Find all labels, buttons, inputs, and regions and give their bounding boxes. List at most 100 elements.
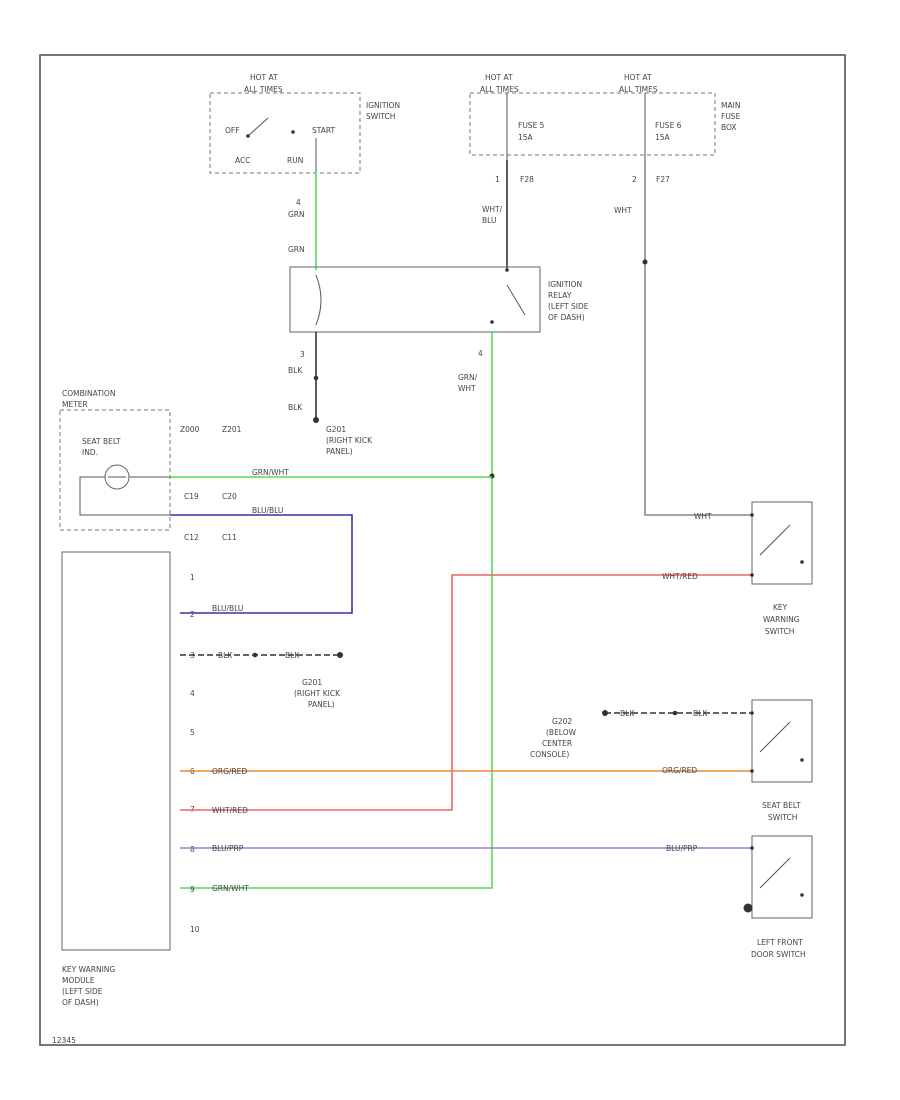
label-g201-3: PANEL) [326, 447, 353, 456]
label-wire-wht-red-right: WHT/RED [662, 572, 698, 581]
label-module-2: MODULE [62, 976, 95, 985]
ignition-switch-box [209, 92, 361, 174]
label-ignition-switch-1: IGNITION [366, 101, 400, 110]
label-relay-3: (LEFT SIDE [548, 302, 589, 311]
label-wire-grn-wht-2: GRN/WHT [212, 884, 249, 893]
label-c200: Z000 [180, 425, 200, 434]
label-key-warning-switch-3: SWITCH [765, 627, 794, 636]
label-pin-4: 4 [296, 198, 301, 207]
label-wire-blu-prp-right: BLU/PRP [666, 844, 698, 853]
ignition-relay-box [289, 266, 541, 333]
label-run: RUN [287, 156, 303, 165]
label-g201b-3: PANEL) [308, 700, 335, 709]
label-hot-at-3b: ALL TIMES [619, 85, 658, 94]
key-warning-module-box [61, 551, 171, 951]
label-c19: C19 [184, 492, 199, 501]
key-warning-switch-contact [759, 524, 791, 556]
module-pin: 5 [190, 728, 195, 737]
label-g201-2: (RIGHT KICK [326, 436, 373, 445]
label-c20: C20 [222, 492, 237, 501]
diagram-footer-code: 12345 [52, 1036, 76, 1045]
label-module-3: (LEFT SIDE [62, 987, 103, 996]
label-pin-1: 1 [495, 175, 500, 184]
label-g201-1: G201 [326, 425, 346, 434]
module-pin: 4 [190, 689, 195, 698]
wire-grn-wht-relay [180, 332, 493, 889]
label-f27: F27 [656, 175, 670, 184]
label-seat-belt-ind-1: SEAT BELT [82, 437, 121, 446]
label-wht-blu-1: WHT/ [482, 205, 503, 214]
main-fuse-box [469, 92, 716, 156]
label-module-1: KEY WARNING [62, 965, 115, 974]
module-pin: 10 [190, 925, 200, 934]
label-relay-2: RELAY [548, 291, 572, 300]
label-fuse-b: FUSE 6 [655, 121, 682, 130]
ignition-switch-contact [247, 117, 269, 137]
label-pin-2: 2 [632, 175, 637, 184]
label-blk-right-2: BLK [693, 709, 708, 718]
label-ignition-switch-2: SWITCH [366, 112, 395, 121]
label-grn-2: GRN [288, 245, 305, 254]
label-wht-blu-2: BLU [482, 216, 496, 225]
key-warning-switch-box [751, 501, 813, 585]
label-key-warning-switch-2: WARNING [763, 615, 800, 624]
wire-wht [644, 160, 752, 516]
label-door-switch-1: LEFT FRONT [757, 938, 803, 947]
label-pin-3: 3 [300, 350, 305, 359]
label-wire-org-red: ORG/RED [212, 767, 247, 776]
module-pins: 1 2 3 4 5 6 7 8 9 10 [190, 573, 200, 934]
label-hot-at-1: HOT AT [250, 73, 278, 82]
module-pin: 2 [190, 610, 195, 619]
label-combo-1: COMBINATION [62, 389, 115, 398]
seat-belt-switch-box [751, 699, 813, 783]
label-acc: ACC [235, 156, 250, 165]
label-pin-relay: 4 [478, 349, 483, 358]
label-wire-blk-2: BLK [285, 651, 300, 660]
wire-blu-blu [170, 514, 353, 614]
label-main-fuse-2: FUSE [721, 112, 741, 121]
label-door-switch-2: DOOR SWITCH [751, 950, 806, 959]
label-fuse-a-amp: 15A [518, 133, 534, 142]
label-seat-belt-switch-1: SEAT BELT [762, 801, 801, 810]
label-wire-org-red-right: ORG/RED [662, 766, 697, 775]
label-g202-3: CENTER [542, 739, 572, 748]
module-pin: 1 [190, 573, 195, 582]
label-start: START [312, 126, 336, 135]
label-grn-wht-2: WHT [458, 384, 476, 393]
label-main-fuse-1: MAIN [721, 101, 740, 110]
label-g202-1: G202 [552, 717, 572, 726]
seat-belt-switch-contact [759, 721, 791, 753]
label-c11: C11 [222, 533, 237, 542]
label-f28: F28 [520, 175, 534, 184]
label-hot-at-2b: ALL TIMES [480, 85, 519, 94]
label-hot-at-2: HOT AT [485, 73, 513, 82]
label-wire-wht-red: WHT/RED [212, 806, 248, 815]
label-c12: C12 [184, 533, 199, 542]
wire-wht-red [180, 574, 752, 811]
label-seat-belt-ind-2: IND. [82, 448, 98, 457]
label-fuse-b-amp: 15A [655, 133, 671, 142]
label-grn-1: GRN [288, 210, 305, 219]
diagram-frame [39, 54, 846, 1046]
label-blk-2: BLK [288, 403, 303, 412]
label-c201: Z201 [222, 425, 242, 434]
label-hot-at-3: HOT AT [624, 73, 652, 82]
module-pin: 8 [190, 845, 195, 854]
label-hot-at-1b: ALL TIMES [244, 85, 283, 94]
label-relay-1: IGNITION [548, 280, 582, 289]
label-g201b-2: (RIGHT KICK [294, 689, 341, 698]
label-g202-4: CONSOLE) [530, 750, 569, 759]
label-wht: WHT [614, 206, 632, 215]
label-key-warning-switch-1: KEY [773, 603, 788, 612]
label-wire-blu-prp: BLU/PRP [212, 844, 244, 853]
label-main-fuse-3: BOX [721, 123, 737, 132]
label-wire-blu-blu-2: BLU/BLU [212, 604, 243, 613]
label-wire-grn-wht: GRN/WHT [252, 468, 289, 477]
door-switch-contact [759, 857, 791, 889]
label-g201b-1: G201 [302, 678, 322, 687]
label-grn-wht-1: GRN/ [458, 373, 478, 382]
module-pin: 9 [190, 885, 195, 894]
relay-contact [506, 284, 526, 316]
label-relay-4: OF DASH) [548, 313, 585, 322]
